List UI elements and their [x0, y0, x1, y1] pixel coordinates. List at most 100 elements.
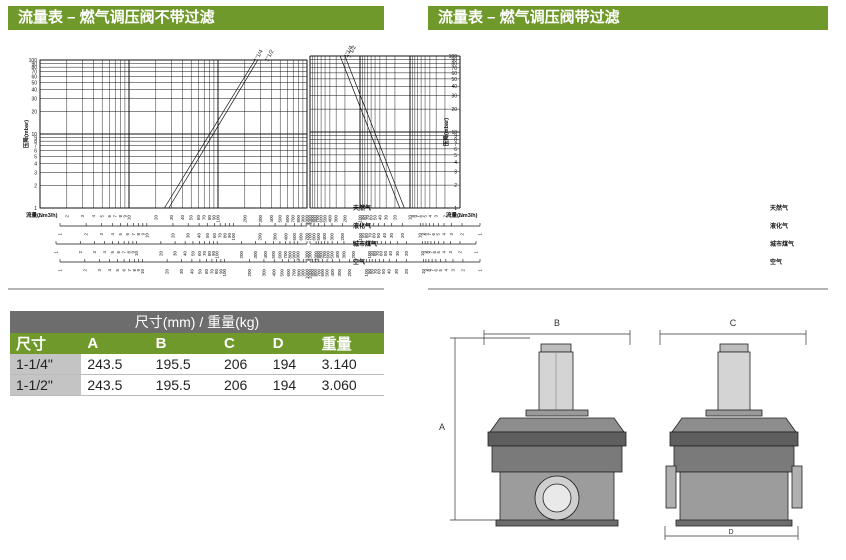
gas-scale-tick-label: 4 — [110, 233, 115, 236]
gas-scale-tick-label: 50 — [373, 215, 378, 221]
left-panel-divider — [8, 288, 384, 290]
gas-scale-tick-label: 4 — [443, 269, 448, 272]
gas-scale-tick-label: 2 — [457, 251, 462, 254]
gas-scale-tick-label: 900 — [310, 215, 315, 223]
gas-scale-tick-label: 50 — [376, 233, 381, 239]
gas-scale-tick-label: 6 — [432, 251, 437, 254]
gas-scale-tick-label: 3 — [92, 251, 97, 254]
row-c: 206 — [217, 374, 267, 396]
gas-scale-tick-label: 10 — [408, 215, 413, 221]
row-b: 195.5 — [149, 374, 218, 396]
gas-scale-tick-label: 6 — [116, 251, 121, 254]
y-tick-label: 50 — [451, 77, 457, 83]
gas-scale-tick-label: 7 — [131, 233, 136, 236]
series-label: 1"1/2 — [347, 45, 358, 59]
gas-scale-tick-label: 30 — [384, 215, 389, 221]
gas-scale-tick-label: 50 — [189, 215, 194, 221]
gas-scale-tick-label: 800 — [312, 215, 317, 223]
gas-scale-tick-label: 90 — [227, 233, 232, 239]
y-tick-label: 4 — [454, 160, 457, 166]
gas-scale-tick-label: 1000 — [305, 269, 310, 280]
gas-scale-tick-label: 5 — [436, 233, 441, 236]
gas-scale-tick-label: 20 — [170, 233, 175, 239]
gas-scale-tick-label: 700 — [305, 233, 310, 241]
gas-scale-tick-label: 700 — [291, 215, 296, 223]
y-tick-label: 3 — [454, 170, 457, 176]
y-tick-label: 7 — [34, 143, 37, 149]
table-row: 1-1/4" 243.5 195.5 206 194 3.140 — [10, 354, 384, 375]
gas-scale-tick-label: 3 — [448, 251, 453, 254]
dimension-label-d: D — [728, 529, 733, 536]
gas-scale-tick-label: 90 — [369, 251, 374, 257]
gas-scale-tick-label: 900 — [310, 269, 315, 277]
gas-scale-tick-label: 6 — [125, 233, 130, 236]
gas-scale-tick-label: 600 — [312, 233, 317, 241]
gas-scale-tick-label: 80 — [362, 215, 367, 221]
gas-scale-tick-label: 100 — [364, 269, 369, 277]
dimensions-header-row: 尺寸 A B C D 重量 — [10, 333, 384, 354]
row-a: 243.5 — [81, 354, 150, 375]
gas-scale-tick-label: 6 — [433, 269, 438, 272]
gas-scale-tick-label: 50 — [205, 233, 210, 239]
gas-scale-tick-label: 60 — [196, 215, 201, 221]
gas-scale-tick-label: 800 — [319, 251, 324, 259]
y-tick-label: 50 — [31, 80, 37, 86]
y-tick-label: 10 — [31, 132, 37, 138]
y-tick-label: 2 — [34, 184, 37, 190]
header-b: B — [149, 333, 218, 354]
y-tick-label: 8 — [34, 139, 37, 145]
y-axis-label: 压降(mbar) — [22, 120, 30, 148]
y-tick-label: 100 — [449, 54, 458, 60]
dimension-label-b: B — [554, 318, 560, 328]
gas-scale-tick-label: 700 — [292, 269, 297, 277]
x-axis-label: 流量(Nm3/h) — [26, 211, 58, 219]
gas-scale-tick-label: 7 — [428, 251, 433, 254]
gas-scale-tick-label: 1000 — [295, 251, 300, 262]
y-tick-label: 30 — [31, 97, 37, 103]
gas-scale-tick-label: 10 — [140, 269, 145, 275]
gas-scale-name: 空气 — [770, 258, 782, 266]
gas-scale-tick-label: 700 — [315, 215, 320, 223]
regulator-side-body — [665, 343, 803, 527]
row-c: 206 — [217, 354, 267, 375]
gas-scale-tick-label: 500 — [323, 215, 328, 223]
gas-scale-tick-label: 30 — [395, 251, 400, 257]
gas-scale-tick-label: 40 — [197, 233, 202, 239]
gas-scale-tick-label: 200 — [257, 233, 262, 241]
gas-scale-tick-label: 2 — [84, 233, 89, 236]
gas-scale-tick-label: 30 — [394, 269, 399, 275]
gas-scale-tick-label: 100 — [222, 269, 227, 277]
y-tick-label: 10 — [451, 130, 457, 136]
gas-scale-tick-label: 40 — [189, 269, 194, 275]
gas-scale-tick-label: 400 — [330, 269, 335, 277]
gas-scale-tick-label: 10 — [134, 251, 139, 257]
gas-scale-tick-label: 10 — [144, 233, 149, 239]
row-a: 243.5 — [81, 374, 150, 396]
gas-scale-tick-label: 3 — [80, 215, 85, 218]
gas-scale-tick-label: 60 — [212, 233, 217, 239]
header-weight: 重量 — [315, 333, 384, 354]
y-tick-label: 60 — [31, 74, 37, 80]
gas-scale-tick-label: 20 — [165, 269, 170, 275]
gas-scale-tick-label: 600 — [285, 215, 290, 223]
dimension-lines — [450, 330, 807, 540]
gas-scale-tick-label: 3 — [97, 269, 102, 272]
dimensions-caption: 尺寸(mm) / 重量(kg) — [10, 311, 384, 333]
gas-scale-tick-label: 600 — [299, 233, 304, 241]
gas-scale-tick-label: 2 — [78, 251, 83, 254]
gas-scale-tick-label: 1 — [58, 269, 63, 272]
gas-scale-tick-label: 100 — [215, 251, 220, 259]
gas-scale-tick-label: 70 — [209, 269, 214, 275]
flow-chart-without-filter: 123456789102030405060708090100压降(mbar)1"… — [22, 49, 377, 280]
y-tick-label: 9 — [454, 133, 457, 139]
gas-scale-tick-label: 700 — [308, 233, 313, 241]
gas-scale-tick-label: 90 — [360, 215, 365, 221]
gas-scale-tick-label: 30 — [179, 269, 184, 275]
y-tick-label: 1 — [454, 206, 457, 212]
gas-scale-tick-label: 500 — [271, 251, 276, 259]
gas-scale-tick-label: 300 — [273, 233, 278, 241]
gas-scale-tick-label: 100 — [231, 233, 236, 241]
y-tick-label: 6 — [454, 147, 457, 153]
series-line — [344, 55, 405, 209]
y-tick-label: 70 — [31, 69, 37, 75]
